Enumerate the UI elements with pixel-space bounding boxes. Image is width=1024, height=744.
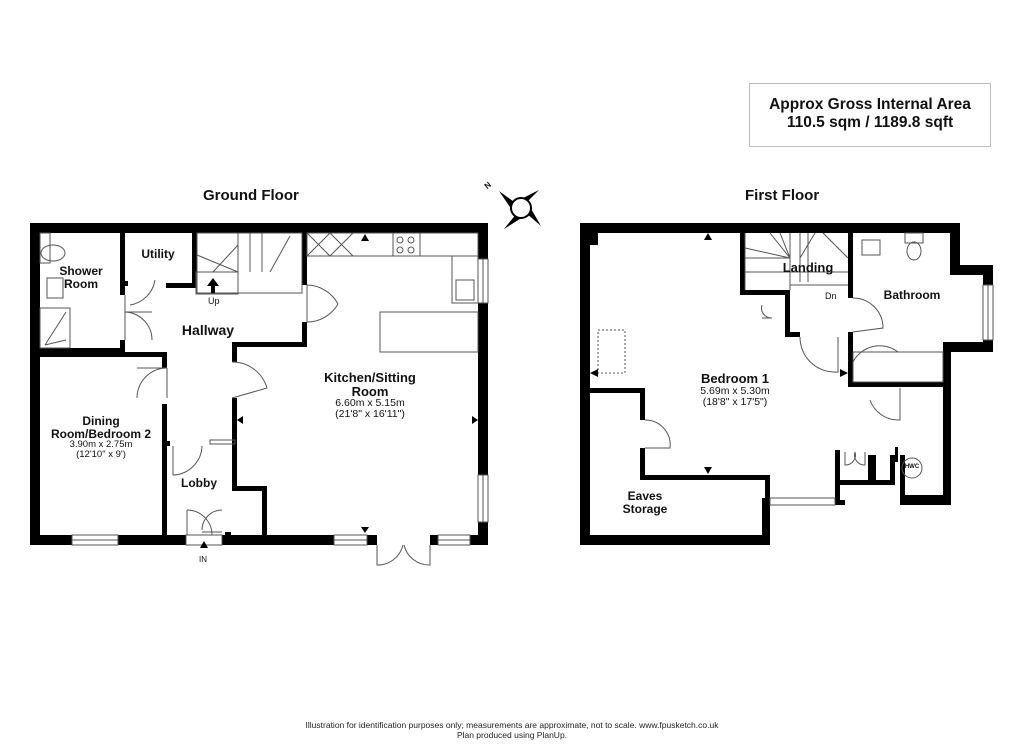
room-label-dining-bedroom2: Dining Room/Bedroom 2 3.90m x 2.75m (12'…: [50, 414, 151, 461]
ground-floor-fixtures: [39, 232, 489, 566]
ground-floor-title: Ground Floor: [203, 187, 299, 204]
room-label-eaves-storage: Eaves Storage: [622, 489, 668, 516]
hot-water-cylinder-label: HWC: [904, 464, 920, 470]
room-label-bedroom1: Bedroom 1 5.69m x 5.30m (18'8" x 17'5"): [700, 371, 770, 408]
entrance-label: IN: [199, 555, 207, 564]
disclaimer-line: Illustration for identification purposes…: [305, 720, 719, 730]
room-label-hallway: Hallway: [181, 322, 235, 338]
first-floor-title: First Floor: [745, 187, 820, 204]
first-floor-plan: [580, 223, 993, 545]
compass-rose-icon: [499, 190, 541, 229]
gross-internal-area-box: Approx Gross Internal Area 110.5 sqm / 1…: [749, 83, 991, 147]
room-label-shower-room: Shower Room: [59, 264, 103, 291]
room-label-bathroom: Bathroom: [883, 288, 941, 302]
room-label-lobby: Lobby: [181, 476, 217, 490]
room-label-utility: Utility: [141, 247, 175, 261]
first-floor-arrows: [590, 233, 848, 474]
area-title: Approx Gross Internal Area: [769, 96, 971, 113]
first-floor-fixtures: [597, 232, 994, 506]
stairs-up-label: Up: [208, 296, 220, 306]
room-label-kitchen: Kitchen/Sitting Room 6.60m x 5.15m (21'8…: [324, 370, 416, 421]
ground-floor-plan: [30, 223, 488, 545]
ground-floor-arrows: [200, 234, 478, 548]
area-value: 110.5 sqm / 1189.8 sqft: [786, 114, 954, 131]
room-label-landing: Landing: [782, 260, 834, 275]
stairs-down-label: Dn: [825, 291, 837, 301]
produced-by-line: Plan produced using PlanUp.: [456, 730, 568, 740]
